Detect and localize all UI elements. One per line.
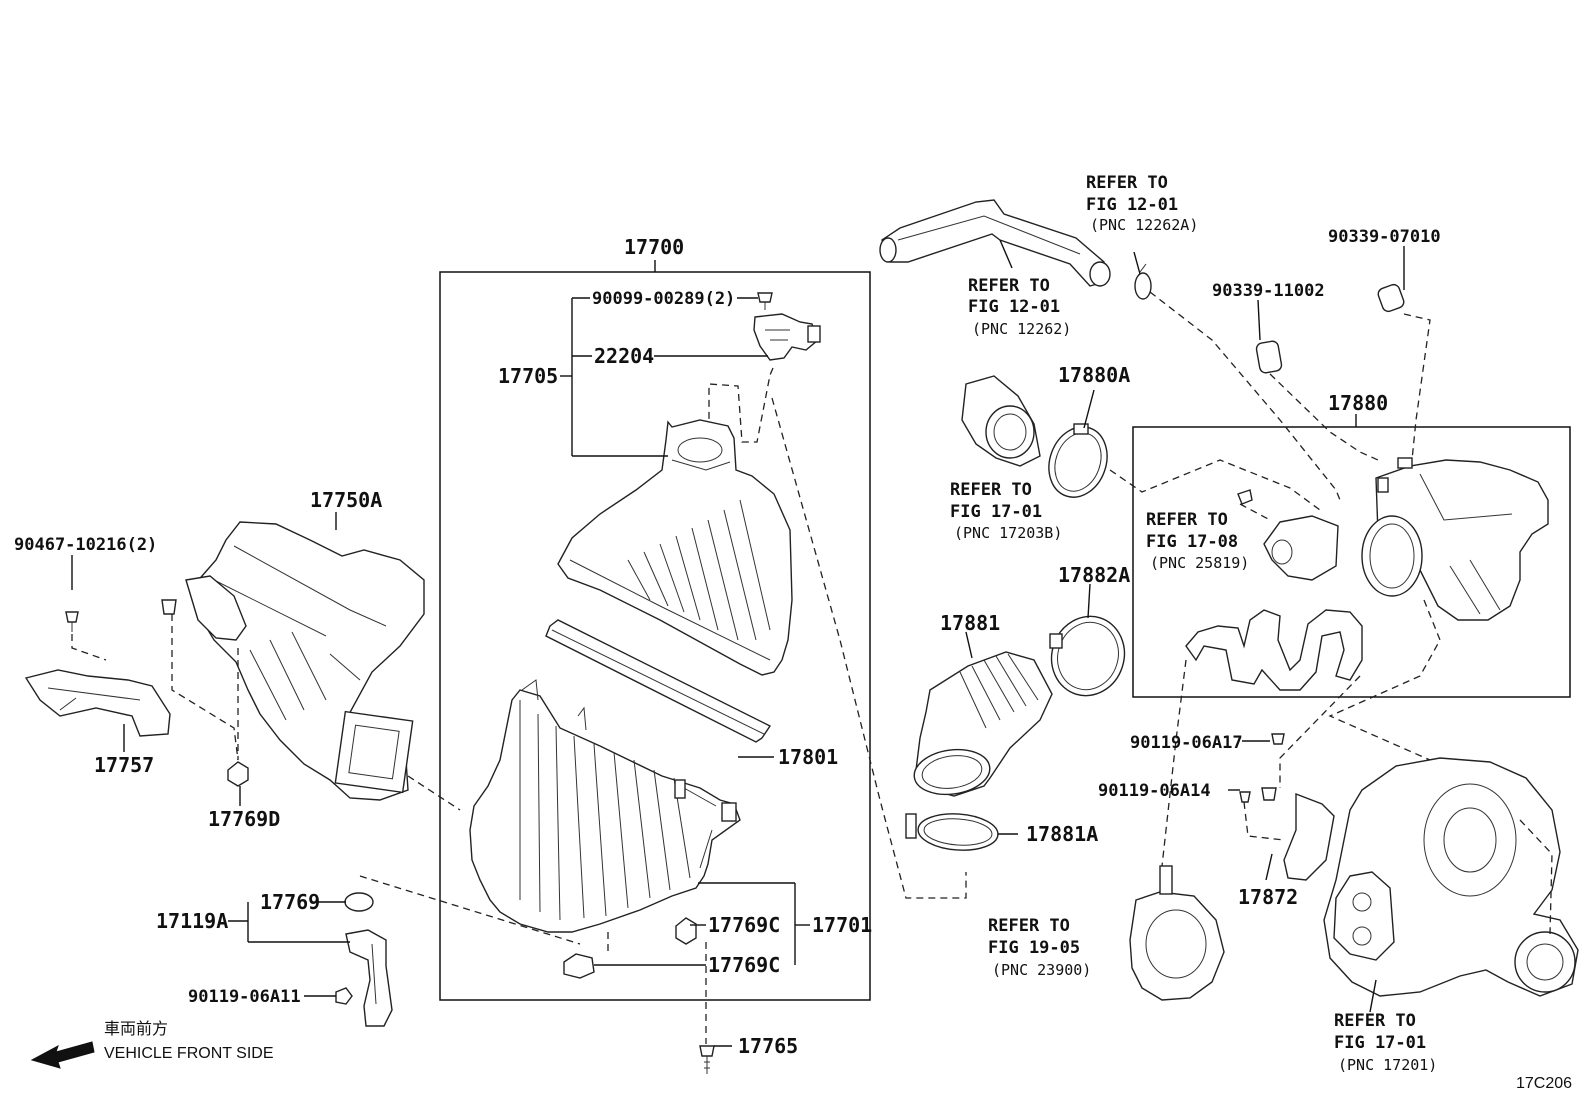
svg-text:(PNC 17203B): (PNC 17203B) xyxy=(954,524,1062,542)
hose-90339-07010 xyxy=(1377,283,1405,313)
svg-text:(PNC 17201): (PNC 17201) xyxy=(1338,1056,1437,1074)
intake-pipe-flange xyxy=(961,375,1041,467)
grommet-17769C-lower xyxy=(563,953,595,979)
throttle-body-valve-25819 xyxy=(1237,489,1339,581)
clamp-17881A xyxy=(905,813,999,851)
svg-text:(PNC 12262): (PNC 12262) xyxy=(972,320,1071,338)
ventilation-hose xyxy=(879,199,1111,287)
label-17757: 17757 xyxy=(94,753,154,777)
leader-lines xyxy=(71,239,1405,1047)
clip-17769D xyxy=(227,761,249,787)
label-17701: 17701 xyxy=(812,913,872,937)
label-17705: 17705 xyxy=(498,364,558,388)
screw-90099-00289 xyxy=(757,292,773,310)
assembly-dashed-lines xyxy=(71,291,1553,1044)
label-17769D: 17769D xyxy=(208,807,280,831)
svg-text:FIG 17-01: FIG 17-01 xyxy=(950,502,1042,522)
label-17801: 17801 xyxy=(778,745,838,769)
bolt-17765 xyxy=(699,1045,715,1074)
label-17769C-upper: 17769C xyxy=(708,913,780,937)
svg-text:REFER TO: REFER TO xyxy=(968,276,1050,296)
label-17872: 17872 xyxy=(1238,885,1298,909)
svg-text:FIG 17-01: FIG 17-01 xyxy=(1334,1033,1426,1053)
svg-text:REFER TO: REFER TO xyxy=(1086,173,1168,193)
label-90339-07010: 90339-07010 xyxy=(1328,227,1441,247)
front-label-en: VEHICLE FRONT SIDE xyxy=(104,1045,274,1062)
front-arrow-icon xyxy=(30,1041,95,1069)
ref-fig17-01-pnc17201: REFER TO FIG 17-01 (PNC 17201) xyxy=(1334,1011,1437,1074)
label-22204: 22204 xyxy=(594,344,654,368)
diagram-code: 17C206 xyxy=(1516,1075,1572,1092)
vehicle-front-indicator: 車両前方 VEHICLE FRONT SIDE xyxy=(30,1019,274,1069)
label-17881A: 17881A xyxy=(1026,822,1098,846)
svg-text:REFER TO: REFER TO xyxy=(950,480,1032,500)
air-inlet-duct xyxy=(185,521,425,801)
label-17880: 17880 xyxy=(1328,391,1388,415)
label-17700: 17700 xyxy=(624,235,684,259)
svg-text:FIG 19-05: FIG 19-05 xyxy=(988,938,1080,958)
bracket-17872 xyxy=(1239,733,1335,881)
svg-text:(PNC 12262A): (PNC 12262A) xyxy=(1090,216,1198,234)
part-labels: 17700 90099-00289(2) 22204 17705 17801 1… xyxy=(14,227,1441,1058)
grommet-17769C-upper xyxy=(675,917,697,945)
label-90119-06A14: 90119-06A14 xyxy=(1098,781,1211,801)
clip-17769 xyxy=(344,892,374,912)
clamp-17880A xyxy=(1048,423,1108,498)
clamp-17882A xyxy=(1049,615,1126,697)
hose-90339-11002 xyxy=(1255,340,1283,374)
svg-text:REFER TO: REFER TO xyxy=(988,916,1070,936)
label-17769: 17769 xyxy=(260,890,320,914)
svg-text:REFER TO: REFER TO xyxy=(1334,1011,1416,1031)
label-17769C-lower: 17769C xyxy=(708,953,780,977)
clip-17750A-pin xyxy=(161,599,177,615)
label-90099-00289: 90099-00289(2) xyxy=(592,289,735,309)
svg-text:REFER TO: REFER TO xyxy=(1146,510,1228,530)
label-90119-06A17: 90119-06A17 xyxy=(1130,733,1243,753)
label-17765: 17765 xyxy=(738,1034,798,1058)
svg-text:FIG 17-08: FIG 17-08 xyxy=(1146,532,1238,552)
label-17750A: 17750A xyxy=(310,488,382,512)
ref-fig17-08-pnc25819: REFER TO FIG 17-08 (PNC 25819) xyxy=(1146,510,1249,572)
air-flow-meter-sensor xyxy=(753,313,821,361)
svg-text:FIG 12-01: FIG 12-01 xyxy=(1086,195,1178,215)
label-90467-10216: 90467-10216(2) xyxy=(14,535,157,555)
intake-chamber-17880 xyxy=(1361,457,1549,621)
group-box-17880 xyxy=(1132,426,1571,698)
svg-text:(PNC 25819): (PNC 25819) xyxy=(1150,554,1249,572)
bracket-17757 xyxy=(24,611,171,737)
label-17119A: 17119A xyxy=(156,909,228,933)
hose-clamp-12262A xyxy=(1134,263,1152,300)
air-filter-element xyxy=(545,619,772,743)
svg-text:FIG 12-01: FIG 12-01 xyxy=(968,297,1060,317)
bolt-90119-06A11 xyxy=(335,987,353,1005)
ref-fig17-01-pnc17203b: REFER TO FIG 17-01 (PNC 17203B) xyxy=(950,480,1062,542)
front-label-jp: 車両前方 xyxy=(104,1019,168,1038)
vacuum-hose-17880 xyxy=(1185,609,1363,691)
ref-fig12-01-pnc12262: REFER TO FIG 12-01 (PNC 12262) xyxy=(968,276,1071,338)
label-17880A: 17880A xyxy=(1058,363,1130,387)
air-cleaner-upper-case xyxy=(557,419,793,676)
label-17882A: 17882A xyxy=(1058,563,1130,587)
air-cleaner-lower-case xyxy=(469,679,741,933)
label-17881: 17881 xyxy=(940,611,1000,635)
ref-fig12-01-pnc12262a: REFER TO FIG 12-01 (PNC 12262A) xyxy=(1086,173,1198,234)
ref-fig19-05-pnc23900: REFER TO FIG 19-05 (PNC 23900) xyxy=(988,916,1091,979)
label-90339-11002: 90339-11002 xyxy=(1212,281,1325,301)
label-90119-06A11: 90119-06A11 xyxy=(188,987,301,1007)
vacuum-pump-23900 xyxy=(1129,865,1225,1001)
turbocharger-17201 xyxy=(1323,757,1579,997)
bracket-17119A xyxy=(345,929,393,1027)
intake-hose-17881 xyxy=(913,651,1053,797)
svg-text:(PNC 23900): (PNC 23900) xyxy=(992,961,1091,979)
